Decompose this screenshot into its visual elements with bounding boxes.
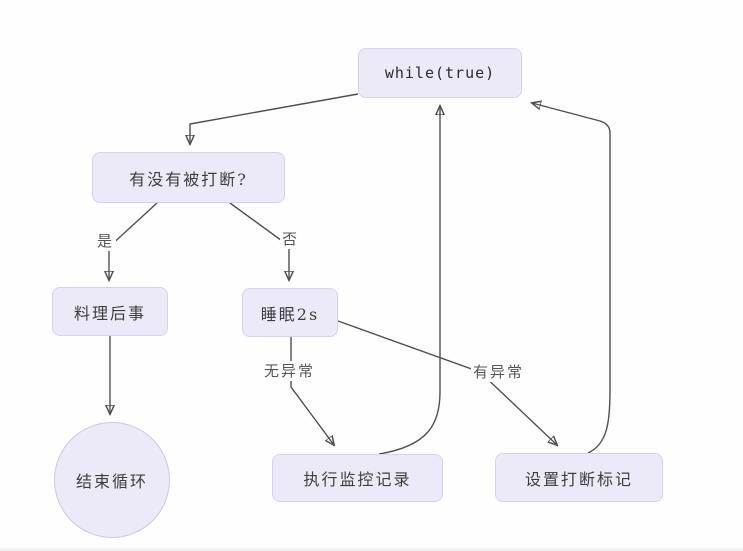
node-handle-aftermath: 料理后事 [52, 287, 168, 336]
edge-check-to-aftermath [109, 202, 158, 280]
node-sleep-2s: 睡眠2s [242, 288, 338, 337]
edge-sleep-to-monitor [290, 337, 334, 445]
edge-label-no-exception: 无异常 [262, 361, 318, 381]
edge-while-to-check [190, 93, 359, 144]
edge-monitor-to-while [378, 106, 440, 455]
edge-label-has-exception: 有异常 [471, 362, 527, 382]
edge-label-no: 否 [280, 229, 302, 249]
edge-setflag-to-while [532, 103, 611, 454]
node-check-interrupted: 有没有被打断? [92, 152, 285, 203]
node-run-monitor-record: 执行监控记录 [272, 454, 443, 502]
node-end-loop: 结束循环 [54, 422, 170, 538]
edge-label-yes: 是 [95, 231, 117, 251]
edge-sleep-to-setflag [337, 320, 557, 445]
node-set-interrupt-flag: 设置打断标记 [495, 453, 663, 502]
node-while-loop: while(true) [358, 48, 522, 98]
